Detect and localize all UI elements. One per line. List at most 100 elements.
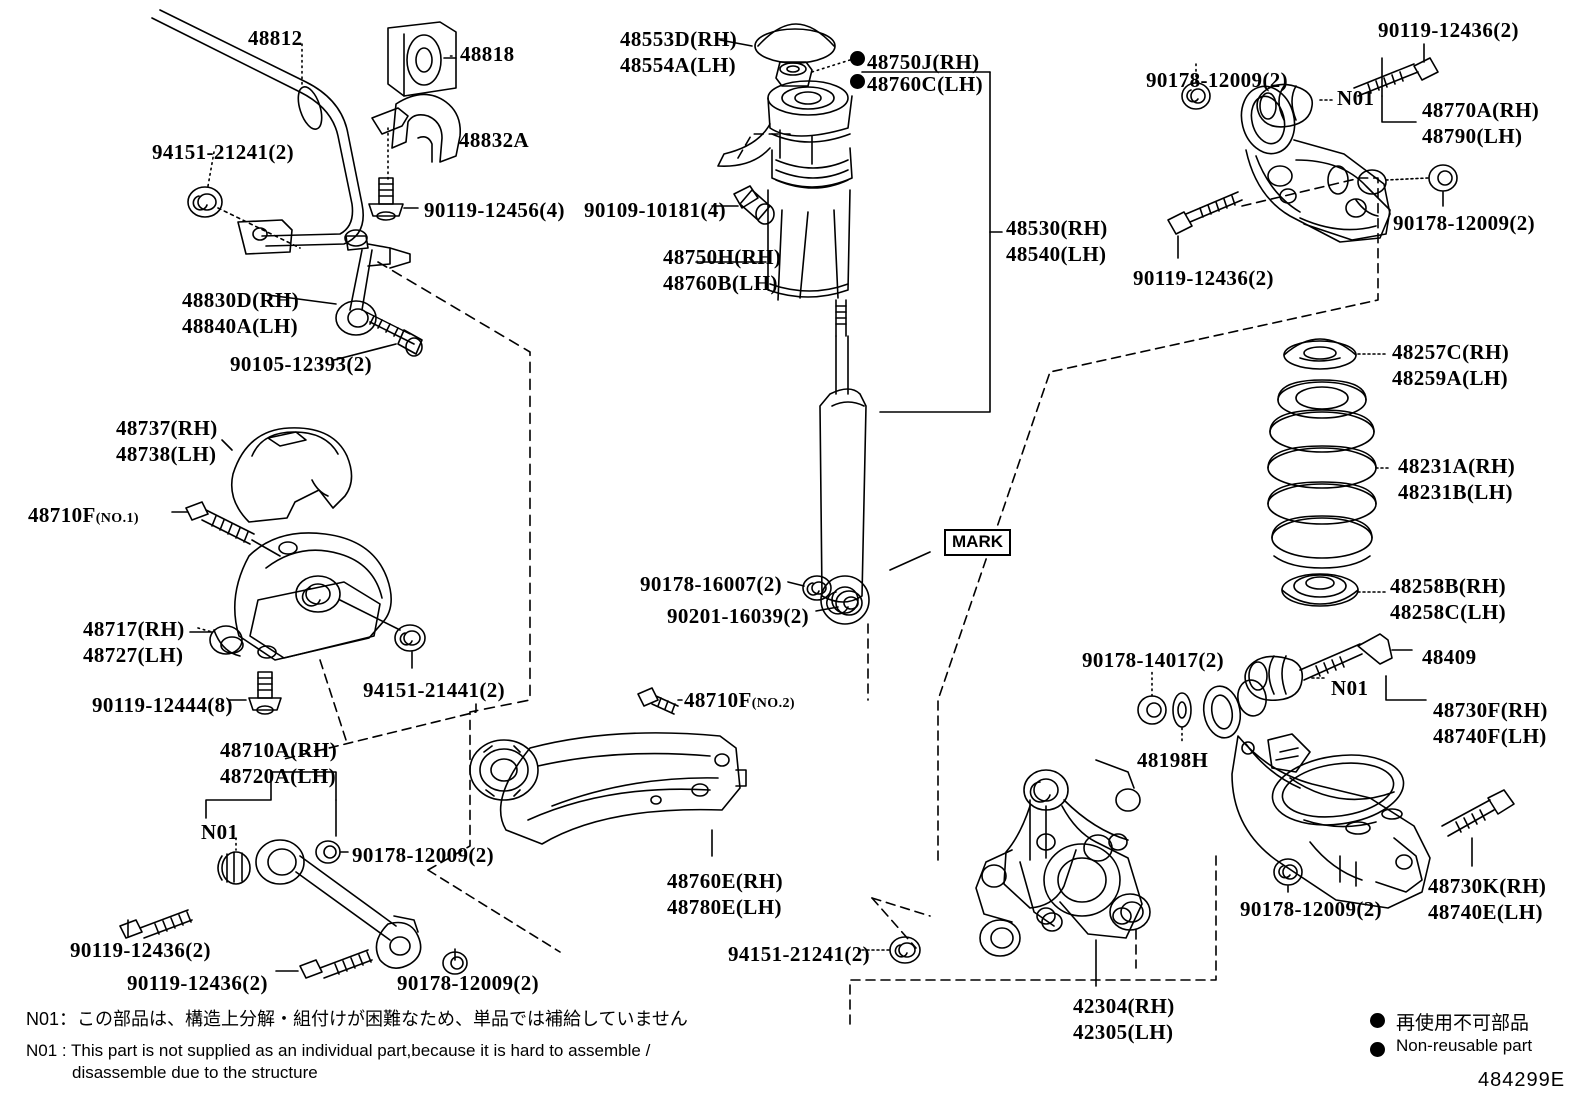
lower-arm-bolt-art: [1441, 789, 1515, 837]
part-label-line: N01: [1337, 86, 1375, 110]
upper-arm-washer-left-art: [1181, 82, 1211, 110]
part-label-line: 48730F(RH): [1433, 698, 1548, 722]
part-label-line: 90109-10181(4): [584, 198, 727, 222]
part-label-line: 48818: [460, 42, 515, 66]
part-label-line: 90119-12456(4): [424, 198, 565, 222]
part-label-shock-absorber-assy: 48530(RH)48540(LH): [1006, 215, 1108, 267]
part-label-trailing-arm-nut: 94151-21241(2): [728, 942, 870, 967]
upper-arm-bracket-art: [209, 532, 392, 661]
upper-control-arm-art: [1240, 85, 1391, 243]
shock-lower-nut-art: [835, 590, 863, 616]
part-label-line: N01: [201, 820, 239, 844]
part-label-shock-nut-lh: 48760C(LH): [867, 72, 983, 97]
non-reusable-dot-48750j: [850, 51, 865, 66]
rear-axle-carrier-art: [975, 759, 1151, 957]
part-label-rear-axle-carrier: 42304(RH)42305(LH): [1073, 993, 1175, 1045]
upper-arm-cover-art: [230, 427, 353, 523]
part-label-camber-adjust-bolt: 48409: [1422, 645, 1477, 670]
part-label-line: N01: [1331, 676, 1369, 700]
mark-callout-box: MARK: [944, 529, 1011, 556]
stabilizer-bracket-art: [371, 93, 462, 163]
trailing-arm-nut-art: [889, 936, 921, 964]
part-label-bracket-screw: 90119-12444(8): [92, 693, 233, 718]
part-label-upper-bolt-no1: 48710F(NO.1): [28, 503, 139, 531]
part-label-line: 48750H(RH): [663, 245, 782, 269]
shock-lower-washer-art: [802, 575, 832, 601]
part-label-line: 48553D(RH): [620, 27, 738, 51]
spring-upper-insulator-art: [1283, 338, 1357, 370]
part-label-line: 48717(RH): [83, 617, 185, 641]
upper-arm-n01-bush-art: [1256, 83, 1314, 128]
part-label-line: 48258C(LH): [1390, 600, 1506, 624]
part-label-upper-arm-washer-left: 90178-12009(2): [1146, 68, 1288, 93]
part-label-line: 48780E(LH): [667, 895, 782, 919]
part-label-shock-lower-nut: 90201-16039(2): [667, 604, 809, 629]
upper-arm-washer-right-art: [1428, 164, 1458, 192]
strut-rod-bolt-lower-art: [299, 949, 373, 979]
footnote-japanese: N01：この部品は、構造上分解・組付けが困難なため、単品では補給していません: [26, 1009, 688, 1029]
part-label-shock-dust-cover-cap: 48553D(RH)48554A(LH): [620, 26, 737, 78]
part-label-shock-nut-rh: 48750J(RH): [867, 50, 980, 75]
part-label-line: 48790(LH): [1422, 124, 1523, 148]
part-label-stabilizer-nut: 94151-21241(2): [152, 140, 294, 165]
part-label-line: 90119-12436(2): [1378, 18, 1519, 42]
part-label-line: 48257C(RH): [1392, 340, 1510, 364]
part-label-line: 48832A: [459, 128, 530, 152]
part-label-line: 48727(LH): [83, 643, 184, 667]
part-label-line: 42304(RH): [1073, 994, 1175, 1018]
part-label-line: 48198H: [1137, 748, 1209, 772]
part-label-shock-lower-washer: 90178-16007(2): [640, 572, 782, 597]
support-bolt-art: [733, 185, 775, 225]
part-label-line: 90178-12009(2): [1146, 68, 1289, 92]
part-label-bracket-bolt: 90119-12456(4): [424, 198, 565, 223]
part-label-line: 48554A(LH): [620, 53, 736, 77]
part-label-lower-control-arm: 48730F(RH)48740F(LH): [1433, 697, 1548, 749]
coil-spring-art: [1267, 379, 1377, 569]
legend-japanese: 再使用不可部品: [1396, 1013, 1530, 1034]
shock-absorber-body-art: [819, 299, 870, 625]
legend-english: Non-reusable part: [1396, 1036, 1533, 1055]
part-label-trailing-arm: 48760E(RH)48780E(LH): [667, 868, 783, 920]
part-label-lower-arm-n01: N01: [1331, 676, 1368, 701]
part-label-line: 48770A(RH): [1422, 98, 1540, 122]
part-label-suffix: (NO.2): [751, 696, 795, 711]
strut-rod-bolt-left-art: [119, 909, 193, 939]
part-label-line: 90201-16039(2): [667, 604, 810, 628]
part-label-stabilizer-bushing: 48818: [460, 42, 515, 67]
part-label-line: 90178-12009(2): [1393, 211, 1536, 235]
lower-arm-n01-bush-art: [1244, 655, 1304, 702]
strut-rod-washer-art: [315, 840, 341, 864]
part-label-spring-lower-insulator: 48258B(RH)48258C(LH): [1390, 573, 1506, 625]
footnote-english-line2: disassemble due to the structure: [72, 1063, 318, 1082]
legend-dot-english: [1370, 1042, 1385, 1057]
part-label-support-bolt: 90109-10181(4): [584, 198, 726, 223]
lower-arm-nut-art: [1273, 858, 1303, 886]
part-label-line: 90119-12444(8): [92, 693, 233, 717]
lower-arm-plate-art: [1172, 692, 1192, 728]
shock-nut-art: [775, 61, 813, 87]
part-label-coil-spring: 48231A(RH)48231B(LH): [1398, 453, 1515, 505]
part-label-line: 90178-12009(2): [1240, 897, 1383, 921]
part-label-upper-arm-bracket: 48717(RH)48727(LH): [83, 616, 185, 668]
part-label-line: 42305(LH): [1073, 1020, 1174, 1044]
shock-upper-support-art: [717, 80, 853, 189]
part-label-line: 90119-12436(2): [127, 971, 268, 995]
part-label-line: 94151-21441(2): [363, 678, 506, 702]
bracket-bolt-art: [368, 177, 404, 221]
part-label-stabilizer-link: 48830D(RH)48840A(LH): [182, 287, 299, 339]
shock-dust-cover-cap-art: [754, 23, 836, 64]
lower-control-arm-art: [1202, 679, 1431, 909]
part-label-stabilizer-bar: 48812: [248, 26, 303, 51]
stabilizer-bar-art: [151, 9, 364, 255]
part-label-line: 48738(LH): [116, 442, 217, 466]
part-label-line: 48812: [248, 26, 303, 50]
part-label-line: 90119-12436(2): [70, 938, 211, 962]
lower-arm-washer-art: [1137, 695, 1167, 725]
part-label-upper-arm-cover: 48737(RH)48738(LH): [116, 415, 218, 467]
part-label-upper-arm-washer-right: 90178-12009(2): [1393, 211, 1535, 236]
non-reusable-dot-48760c: [850, 74, 865, 89]
part-label-upper-arm-bolt-top: 90119-12436(2): [1378, 18, 1519, 43]
part-label-line: 90178-16007(2): [640, 572, 783, 596]
part-label-line: 90178-12009(2): [352, 843, 495, 867]
